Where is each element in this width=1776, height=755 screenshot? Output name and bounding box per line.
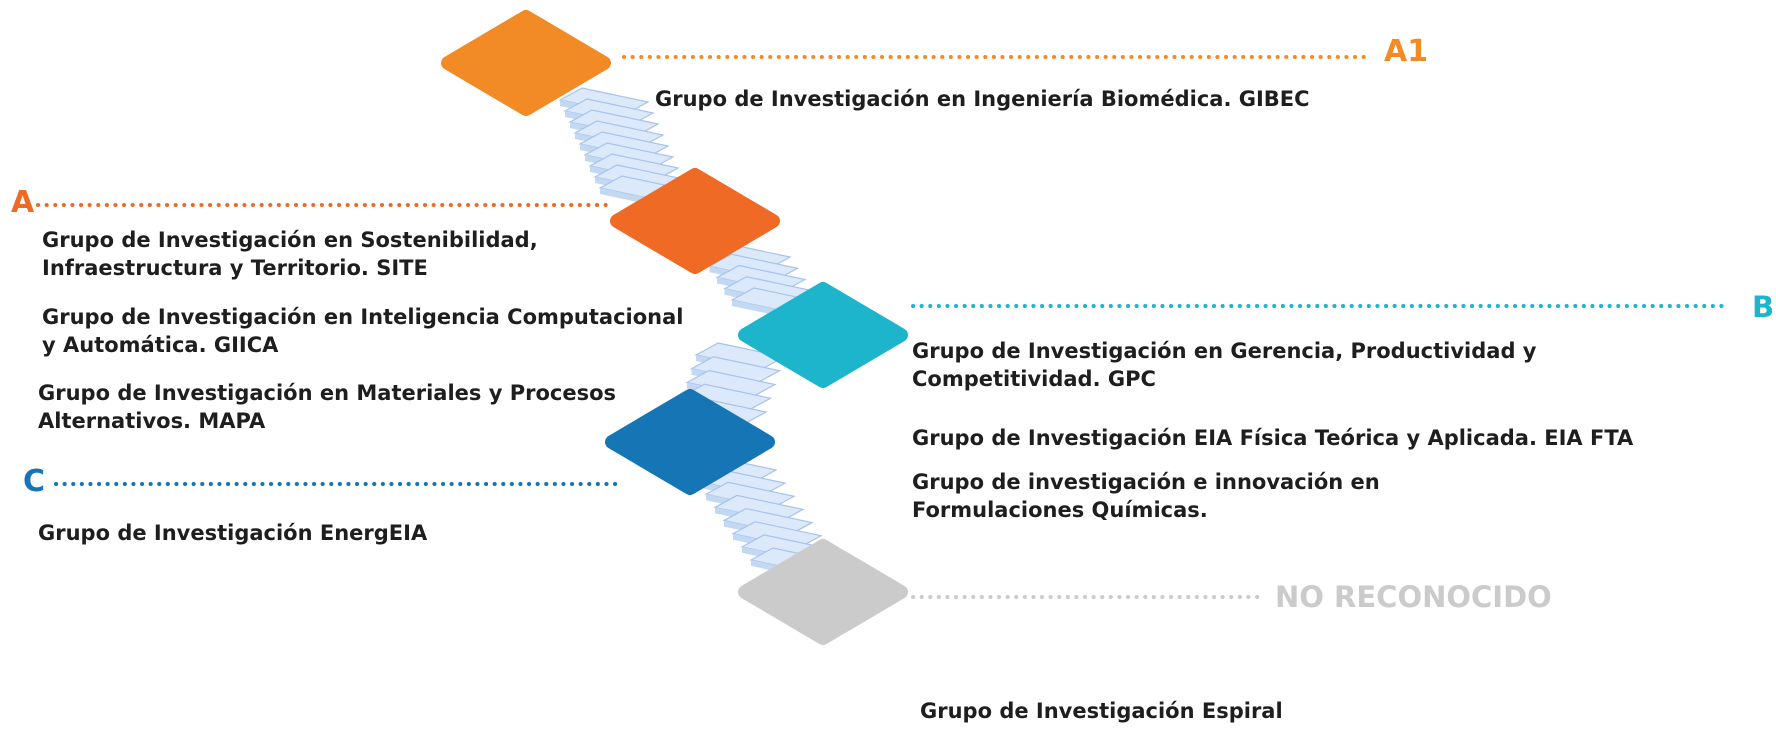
level-label-b: B (1752, 290, 1775, 324)
level-label-a1: A1 (1384, 34, 1429, 69)
group-mapa: Grupo de Investigación en Materiales y P… (38, 381, 616, 433)
group-espiral: Grupo de Investigación Espiral (920, 699, 1283, 723)
platforms-layer (441, 10, 908, 645)
group-site: Grupo de Investigación en Sostenibilidad… (42, 228, 538, 280)
platform-no-reconocido (738, 539, 908, 645)
platform-a (610, 168, 780, 274)
platform-c (605, 389, 775, 495)
group-gpc: Grupo de Investigación en Gerencia, Prod… (912, 339, 1537, 391)
stairs-layer (558, 87, 841, 580)
group-eia-fta: Grupo de Investigación EIA Física Teóric… (912, 426, 1634, 450)
stairs-a1-a (558, 87, 690, 208)
group-giica: Grupo de Investigación en Inteligencia C… (42, 305, 684, 357)
group-formulaciones-quimicas: Grupo de investigación e innovación en F… (912, 470, 1380, 522)
platform-a1 (441, 10, 611, 116)
level-label-a: A (11, 185, 35, 220)
leader-lines-layer (36, 55, 1729, 599)
level-label-c: C (23, 464, 46, 499)
group-gibec: Grupo de Investigación en Ingeniería Bio… (655, 87, 1310, 111)
platform-b (738, 282, 908, 388)
level-label-no-reconocido: NO RECONOCIDO (1275, 580, 1552, 614)
group-energeia: Grupo de Investigación EnergEIA (38, 521, 428, 545)
